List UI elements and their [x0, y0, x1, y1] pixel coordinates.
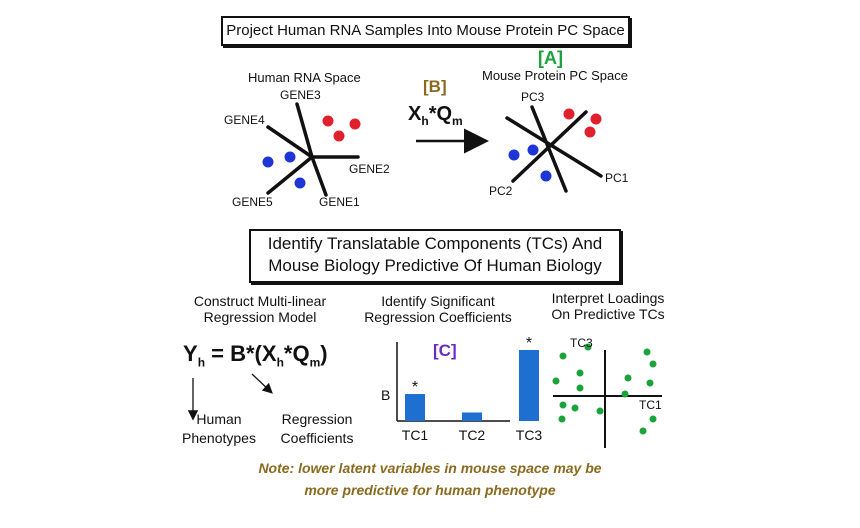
bar-label-tc2: TC2 — [459, 427, 486, 443]
significance-star: * — [526, 335, 532, 352]
green-dot — [646, 379, 654, 387]
tc3-label: TC3 — [570, 336, 593, 350]
bar-tc2 — [462, 412, 482, 421]
red-dot — [584, 126, 596, 138]
human-rna-space-label: Human RNA Space — [248, 70, 361, 85]
blue-dot — [284, 151, 296, 163]
green-dot — [596, 407, 604, 415]
gene1-label: GENE1 — [319, 195, 360, 209]
bar-label-tc3: TC3 — [516, 427, 543, 443]
gene5-axis — [266, 155, 314, 195]
green-dot — [559, 401, 567, 409]
regression-formula: Yh = B*(Xh*Qm) — [183, 341, 328, 370]
pc3-label: PC3 — [521, 90, 545, 104]
gene3-axis — [295, 102, 314, 159]
green-dot — [639, 427, 647, 435]
blue-dot — [508, 149, 520, 161]
green-dot — [558, 415, 566, 423]
gene4-label: GENE4 — [224, 113, 265, 127]
green-dot — [624, 374, 632, 382]
green-dot — [584, 343, 592, 351]
title-top: Project Human RNA Samples Into Mouse Pro… — [226, 22, 625, 39]
blue-dot — [527, 144, 539, 156]
pc2-axis — [511, 110, 588, 183]
gene5-label: GENE5 — [232, 195, 273, 209]
bar-tc1 — [405, 394, 425, 421]
significance-star: * — [412, 379, 418, 396]
gene2-label: GENE2 — [349, 162, 390, 176]
green-dot — [621, 390, 629, 398]
green-dot — [649, 415, 657, 423]
bar-ylabel: B — [381, 387, 391, 403]
green-dot — [571, 404, 579, 412]
red-dot — [590, 113, 602, 125]
pc1-axis — [505, 116, 603, 178]
coefficient-arrow — [251, 373, 273, 394]
green-dot — [552, 377, 560, 385]
regression-coefficients-label: Regression Coefficients — [280, 411, 354, 446]
green-dot — [576, 384, 584, 392]
green-dot — [649, 360, 657, 368]
tag-b: [B] — [423, 77, 447, 96]
red-dot — [349, 118, 361, 130]
red-dot — [563, 108, 575, 120]
green-dot — [559, 352, 567, 360]
tc1-label: TC1 — [639, 398, 662, 412]
bar-tc3 — [519, 350, 539, 421]
loadings-dots — [552, 343, 657, 435]
human-phenotypes-label: Human Phenotypes — [182, 411, 256, 446]
blue-dot — [262, 156, 274, 168]
note: Note: lower latent variables in mouse sp… — [180, 457, 680, 501]
col2-title: Identify Significant Regression Coeffici… — [364, 293, 512, 325]
title-box-top: Project Human RNA Samples Into Mouse Pro… — [221, 16, 630, 46]
gene1-axis — [310, 155, 328, 197]
green-dot — [576, 369, 584, 377]
gene4-axis — [266, 125, 314, 159]
title-middle-line1: Identify Translatable Components (TCs) A… — [267, 234, 603, 253]
loadings-axes — [553, 350, 662, 448]
mouse-pc-dots — [508, 108, 602, 182]
blue-dot — [294, 177, 306, 189]
mouse-pc-axes — [505, 105, 603, 193]
title-box-middle: Identify Translatable Components (TCs) A… — [249, 229, 621, 283]
col1-title: Construct Multi-linear Regression Model — [193, 293, 327, 325]
red-dot — [333, 130, 345, 142]
human-rna-dots — [262, 115, 361, 189]
human-rna-axes — [266, 102, 360, 197]
tag-c: [C] — [433, 341, 457, 360]
pc2-label: PC2 — [489, 184, 513, 198]
bar-label-tc1: TC1 — [402, 427, 429, 443]
projection-formula: Xh*Qm — [408, 103, 463, 128]
note-line1: Note: lower latent variables in mouse sp… — [258, 460, 602, 476]
col3-title: Interpret Loadings On Predictive TCs — [551, 290, 665, 322]
gene3-label: GENE3 — [280, 88, 321, 102]
note-line2: more predictive for human phenotype — [304, 482, 556, 498]
pc1-label: PC1 — [605, 171, 629, 185]
mouse-pc-space-label: Mouse Protein PC Space — [482, 68, 628, 83]
blue-dot — [540, 170, 552, 182]
bar-chart: TC1 * TC2 TC3 * — [396, 335, 543, 443]
tag-a: [A] — [538, 48, 563, 68]
red-dot — [322, 115, 334, 127]
green-dot — [643, 348, 651, 356]
title-middle-line2: Mouse Biology Predictive Of Human Biolog… — [268, 256, 602, 275]
